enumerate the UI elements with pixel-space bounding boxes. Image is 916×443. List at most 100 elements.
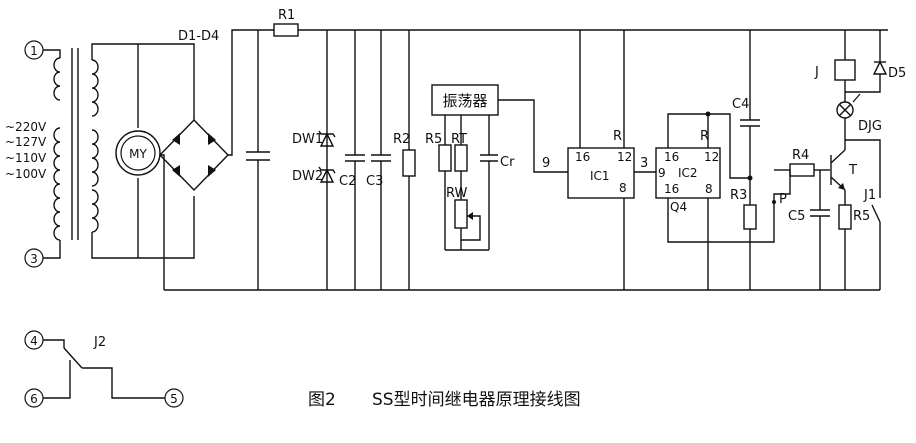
c3-label: C3 <box>366 174 383 189</box>
c2-label: C2 <box>339 174 356 189</box>
ic1-box <box>567 147 635 199</box>
djg-lamp <box>836 101 854 119</box>
bridge-rectifier: D1-D4 <box>159 29 229 192</box>
j2-blade <box>63 347 83 369</box>
j1-top-wire <box>845 139 881 198</box>
r4-label: R4 <box>792 148 809 163</box>
ic2-to-r3-wire <box>708 113 750 179</box>
motor-circle <box>115 130 161 176</box>
d5-label: D5 <box>888 66 906 81</box>
voltage-100: ~100V <box>5 167 47 181</box>
secondary-bottom-wire <box>91 196 195 259</box>
djg-label: DJG <box>858 119 882 134</box>
primary-bottom-lead <box>43 240 61 259</box>
oscillator-block: 振荡器 R5 RT RW Cr <box>425 84 515 251</box>
ic1-pin12: 12 <box>617 150 632 164</box>
ic2-top-loop <box>667 113 709 148</box>
dw2-zener <box>319 168 335 183</box>
ic2-box <box>655 147 721 199</box>
transistor-emitter-arrow <box>838 183 845 190</box>
r3-resistor <box>743 204 757 230</box>
terminal-3-label: 3 <box>30 252 38 266</box>
primary-coil <box>53 57 61 241</box>
ic2-block: 16 12 9 IC2 16 8 Q4 R <box>655 111 791 290</box>
rt-label: RT <box>451 132 467 147</box>
rw-label: RW <box>446 186 468 201</box>
r5a-label: R5 <box>425 132 442 147</box>
r2-label: R2 <box>393 132 410 147</box>
primary-top-lead <box>43 49 61 58</box>
ic1-pin3-label: 3 <box>640 156 648 171</box>
rw-potentiometer <box>454 199 468 229</box>
ic2-q4-label: Q4 <box>670 200 687 214</box>
bridge-label: D1-D4 <box>178 29 219 44</box>
ic2-name: IC2 <box>678 166 698 180</box>
ic1-pin16: 16 <box>575 150 590 164</box>
ic2-pin16b: 16 <box>664 182 679 196</box>
ic2-pin12: 12 <box>704 150 719 164</box>
transformer: 1 3 ~220V ~127V ~110V ~100V <box>5 40 99 268</box>
secondary-top-wire <box>91 43 195 120</box>
diode-3 <box>172 165 180 177</box>
diode-4 <box>208 165 216 177</box>
j2-no-wire <box>82 367 165 399</box>
r1-resistor <box>273 23 299 37</box>
voltage-127: ~127V <box>5 135 47 149</box>
djg-ray <box>852 93 861 103</box>
r2-resistor <box>402 149 416 177</box>
oscillator-label: 振荡器 <box>442 92 487 110</box>
dw1-bar <box>318 130 336 138</box>
relay-label: J <box>814 65 819 80</box>
ic2-reset-label: R <box>700 129 709 144</box>
dw2-bar <box>318 166 336 174</box>
transistor-collector <box>830 149 846 164</box>
figure-title: SS型时间继电器原理接线图 <box>372 390 581 410</box>
diode-1 <box>172 133 180 145</box>
p-label: P <box>779 192 787 207</box>
djg-cross-2 <box>838 103 852 117</box>
bridge-diamond <box>159 118 229 192</box>
r3-label: R3 <box>730 188 747 203</box>
j2-top-wire <box>43 339 65 348</box>
bridge-positive-wire <box>228 29 274 156</box>
c4-label: C4 <box>732 97 749 112</box>
r4-resistor <box>789 163 815 177</box>
terminal-1-label: 1 <box>30 44 38 58</box>
figure-number: 图2 <box>308 390 336 410</box>
c5-label: C5 <box>788 209 805 224</box>
ic1-reset-label: R <box>613 129 622 144</box>
j1-label: J1 <box>863 188 876 203</box>
motor-inner <box>120 135 156 171</box>
cr-label: Cr <box>500 155 515 170</box>
diode-2 <box>208 133 216 145</box>
j2-label: J2 <box>93 335 106 350</box>
rw-wiper-arrow <box>467 212 473 220</box>
ic2-pin16: 16 <box>664 150 679 164</box>
p-point <box>772 200 776 204</box>
ic1-pin9-label: 9 <box>542 156 550 171</box>
rw-wiper <box>460 215 481 241</box>
ic1-pin8: 8 <box>619 181 627 195</box>
osc-output-wire <box>498 99 568 173</box>
dw1-label: DW1 <box>292 132 323 147</box>
j2-contact-group: 4 6 5 J2 <box>24 330 184 408</box>
rt-resistor <box>454 144 468 172</box>
d5-diode <box>872 60 888 75</box>
ic2-pin8: 8 <box>705 182 713 196</box>
relay-coil <box>834 59 856 81</box>
terminal-4-label: 4 <box>30 334 38 348</box>
r5b-label: R5 <box>853 209 870 224</box>
j1-contact <box>871 204 881 223</box>
voltage-220: ~220V <box>5 120 47 134</box>
d5-bottom-wire <box>845 74 881 93</box>
terminal-5-label: 5 <box>170 392 178 406</box>
transistor-label: T <box>848 163 857 178</box>
ic1-name: IC1 <box>590 169 610 183</box>
j2-nc-wire <box>43 360 71 399</box>
bridge-negative-wire <box>160 154 165 290</box>
r1-label: R1 <box>278 8 295 23</box>
r5b-resistor <box>838 204 852 230</box>
ic2-pin9: 9 <box>658 166 666 180</box>
dw2-label: DW2 <box>292 169 323 184</box>
